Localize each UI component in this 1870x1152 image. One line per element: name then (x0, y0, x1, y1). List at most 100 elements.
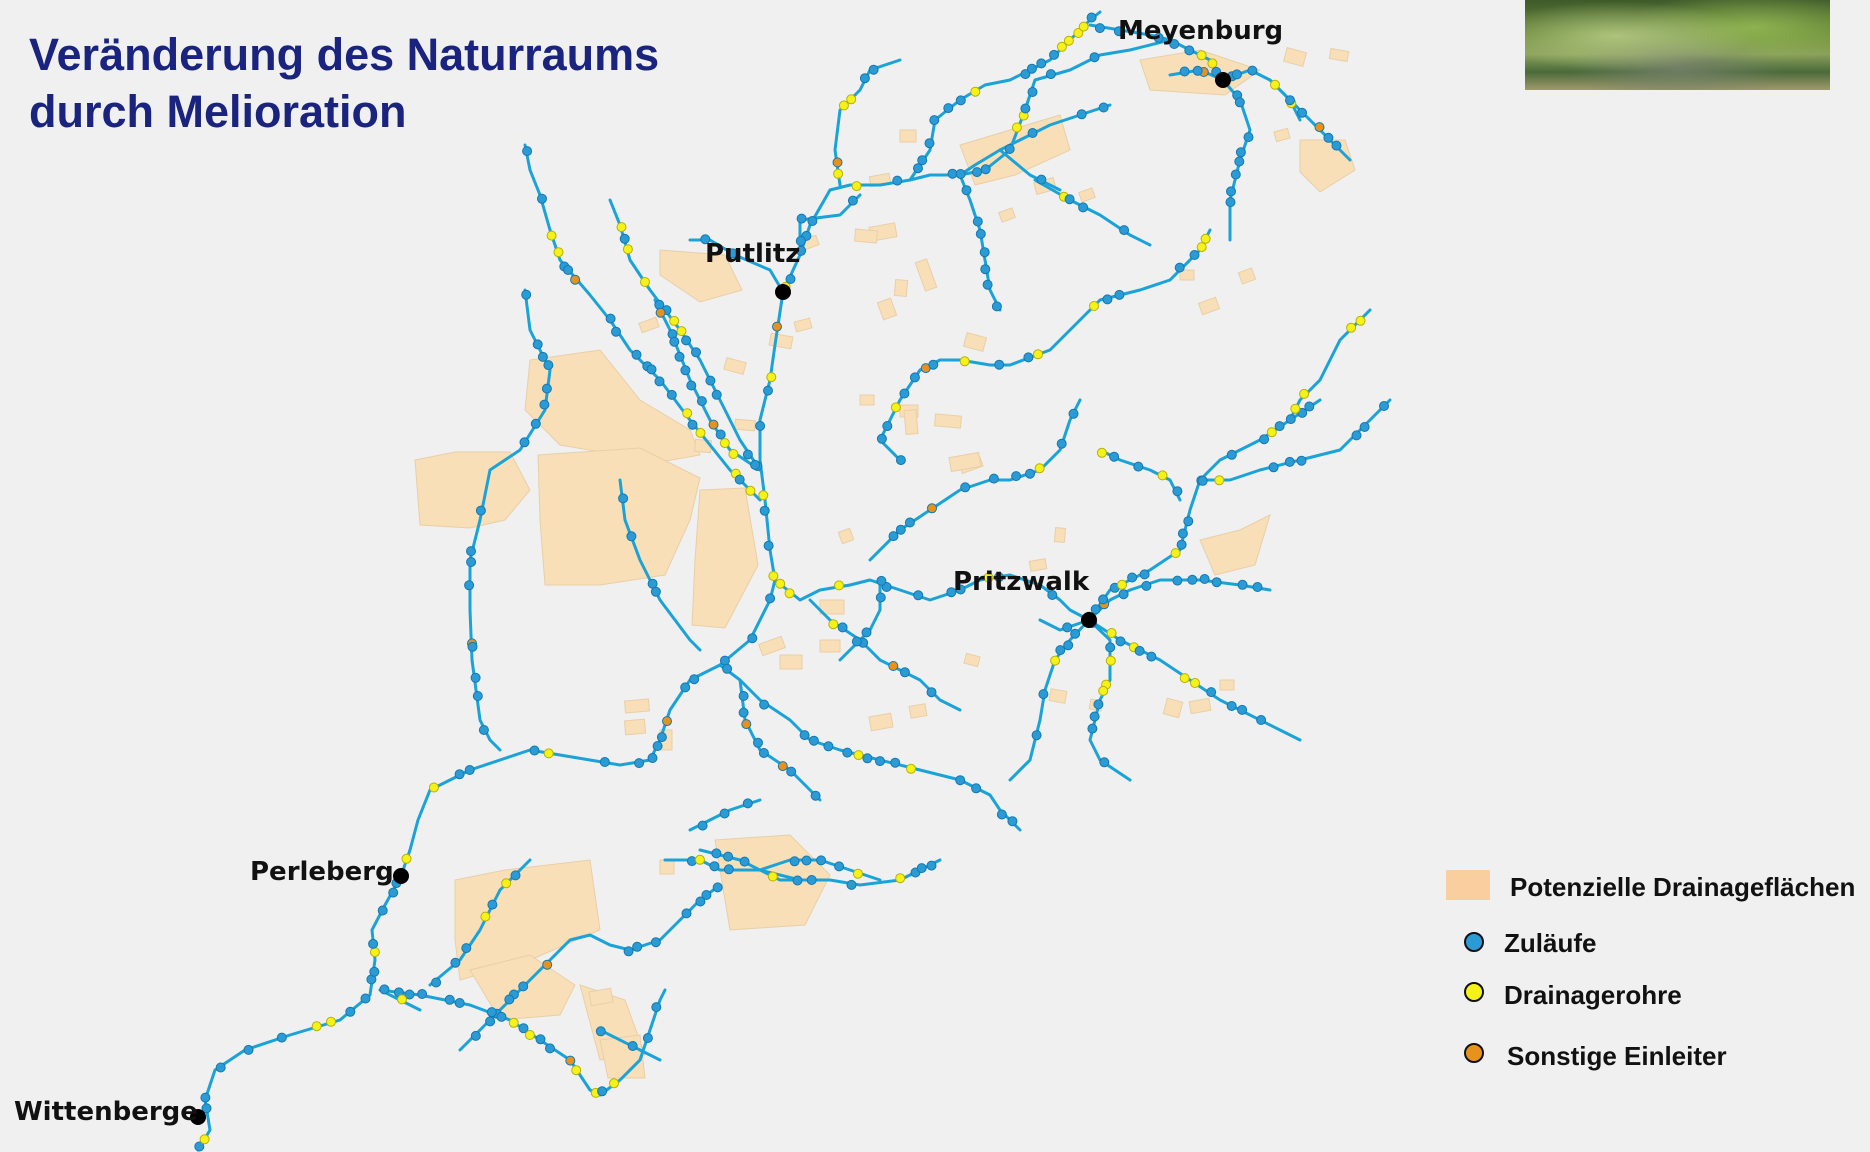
inflow-dot-icon (1464, 932, 1484, 952)
other-discharge-dot-icon (1464, 1043, 1484, 1063)
inflow-dot (1189, 250, 1200, 260)
inflow-dot (464, 765, 475, 775)
inflow-dot (681, 335, 692, 346)
inflow-dot (467, 641, 478, 652)
inflow-dot (486, 1007, 497, 1018)
inflow-dot (1098, 102, 1109, 113)
drainage-area (1179, 269, 1195, 281)
drain-pipe-dot (622, 244, 633, 255)
inflow-dot (611, 326, 621, 337)
other-discharge-dot (1314, 122, 1325, 133)
inflow-dot (1274, 421, 1285, 432)
inflow-dot (711, 389, 722, 400)
drain-pipe-dot (1214, 475, 1225, 486)
inflow-dot (1007, 816, 1018, 827)
inflow-dot (522, 146, 533, 157)
other-discharge-dot (888, 661, 899, 671)
drain-pipe-dot (1078, 21, 1089, 32)
inflow-dot (626, 531, 637, 542)
drainage-area (1188, 697, 1212, 715)
inflow-dot (618, 493, 629, 504)
inflow-dot (417, 989, 428, 999)
inflow-dot (696, 396, 707, 407)
drain-pipe-dot (1299, 388, 1310, 399)
inflow-dot (654, 376, 665, 387)
inflow-dot (1192, 65, 1203, 76)
drainage-area (414, 451, 531, 529)
inflow-dot (1146, 651, 1157, 662)
inflow-dot (722, 663, 733, 674)
inflow-dot (913, 163, 923, 174)
discharge-points (194, 12, 1389, 1152)
inflow-dot (929, 115, 940, 126)
drainage-area (588, 987, 614, 1007)
drainage-area (793, 317, 813, 333)
drain-pipe-dot (970, 86, 981, 97)
inflow-dot (988, 473, 999, 484)
inflow-dot (1235, 147, 1246, 158)
inflow-dot (1068, 408, 1079, 419)
inflow-dot (955, 169, 966, 179)
inflow-dot (1004, 144, 1015, 154)
inflow-dot (1225, 197, 1236, 208)
drain-pipe-dot (1096, 447, 1107, 458)
drain-pipe-dot (508, 1017, 519, 1028)
inflow-dot (691, 347, 701, 358)
drain-pipe-dot (1106, 628, 1117, 638)
legend-other-discharges: Sonstige Einleiter (1507, 1041, 1727, 1071)
inflow-dot (1141, 580, 1152, 591)
drainage-area (758, 635, 786, 657)
drain-pipe-dot (852, 868, 863, 879)
inflow-dot (1231, 69, 1242, 80)
inflow-dot (632, 941, 643, 952)
inflow-dot (1114, 289, 1125, 300)
inflow-dot (466, 557, 477, 567)
river-line (773, 573, 1091, 622)
drainage-area (734, 418, 756, 432)
river-line (1087, 618, 1302, 742)
inflow-dot (541, 383, 552, 394)
river-line (958, 173, 1002, 312)
city-label: Pritzwalk (953, 567, 1090, 597)
inflow-dot (470, 672, 481, 683)
inflow-dot (1093, 699, 1104, 710)
drain-pipe-dot (1157, 470, 1168, 481)
drainage-area (837, 527, 855, 545)
drain-pipe-dot (1050, 655, 1061, 666)
inflow-dot (647, 753, 658, 763)
inflow-dot (1027, 87, 1038, 97)
inflow-dot (1297, 107, 1307, 118)
inflow-dot (1011, 471, 1022, 482)
inflow-dot (454, 998, 465, 1008)
city-marker (1081, 612, 1097, 628)
inflow-dot (837, 622, 848, 633)
drain-pipe-dot (1089, 301, 1099, 311)
drainage-area (948, 451, 982, 473)
inflow-dot (899, 388, 910, 399)
inflow-dot (789, 856, 800, 867)
inflow-dot (1045, 69, 1056, 80)
river-line (378, 988, 667, 1097)
drain-pipe-dot (758, 490, 769, 501)
inflow-dot (1211, 577, 1222, 588)
inflow-dot (243, 1044, 254, 1055)
drain-pipe-dot (1056, 41, 1067, 52)
river-line (598, 1028, 662, 1062)
inflow-dot (1199, 574, 1210, 584)
inflow-dot (758, 748, 769, 758)
inflow-dot (876, 433, 887, 444)
drain-pipe-dot (895, 873, 906, 884)
inflow-dot (994, 572, 1004, 583)
inflow-dot (810, 790, 821, 801)
inflow-dot (1089, 711, 1100, 722)
inflow-dot (1026, 63, 1037, 74)
inflow-dot (1379, 401, 1389, 411)
inflow-dot (1056, 438, 1067, 449)
inflow-dot (470, 1030, 481, 1041)
inflow-dot (1020, 69, 1031, 80)
inflow-dot (1076, 109, 1087, 120)
other-discharge-dot (772, 321, 782, 332)
river-line (523, 143, 762, 502)
drain-pipe-dot (784, 588, 795, 599)
